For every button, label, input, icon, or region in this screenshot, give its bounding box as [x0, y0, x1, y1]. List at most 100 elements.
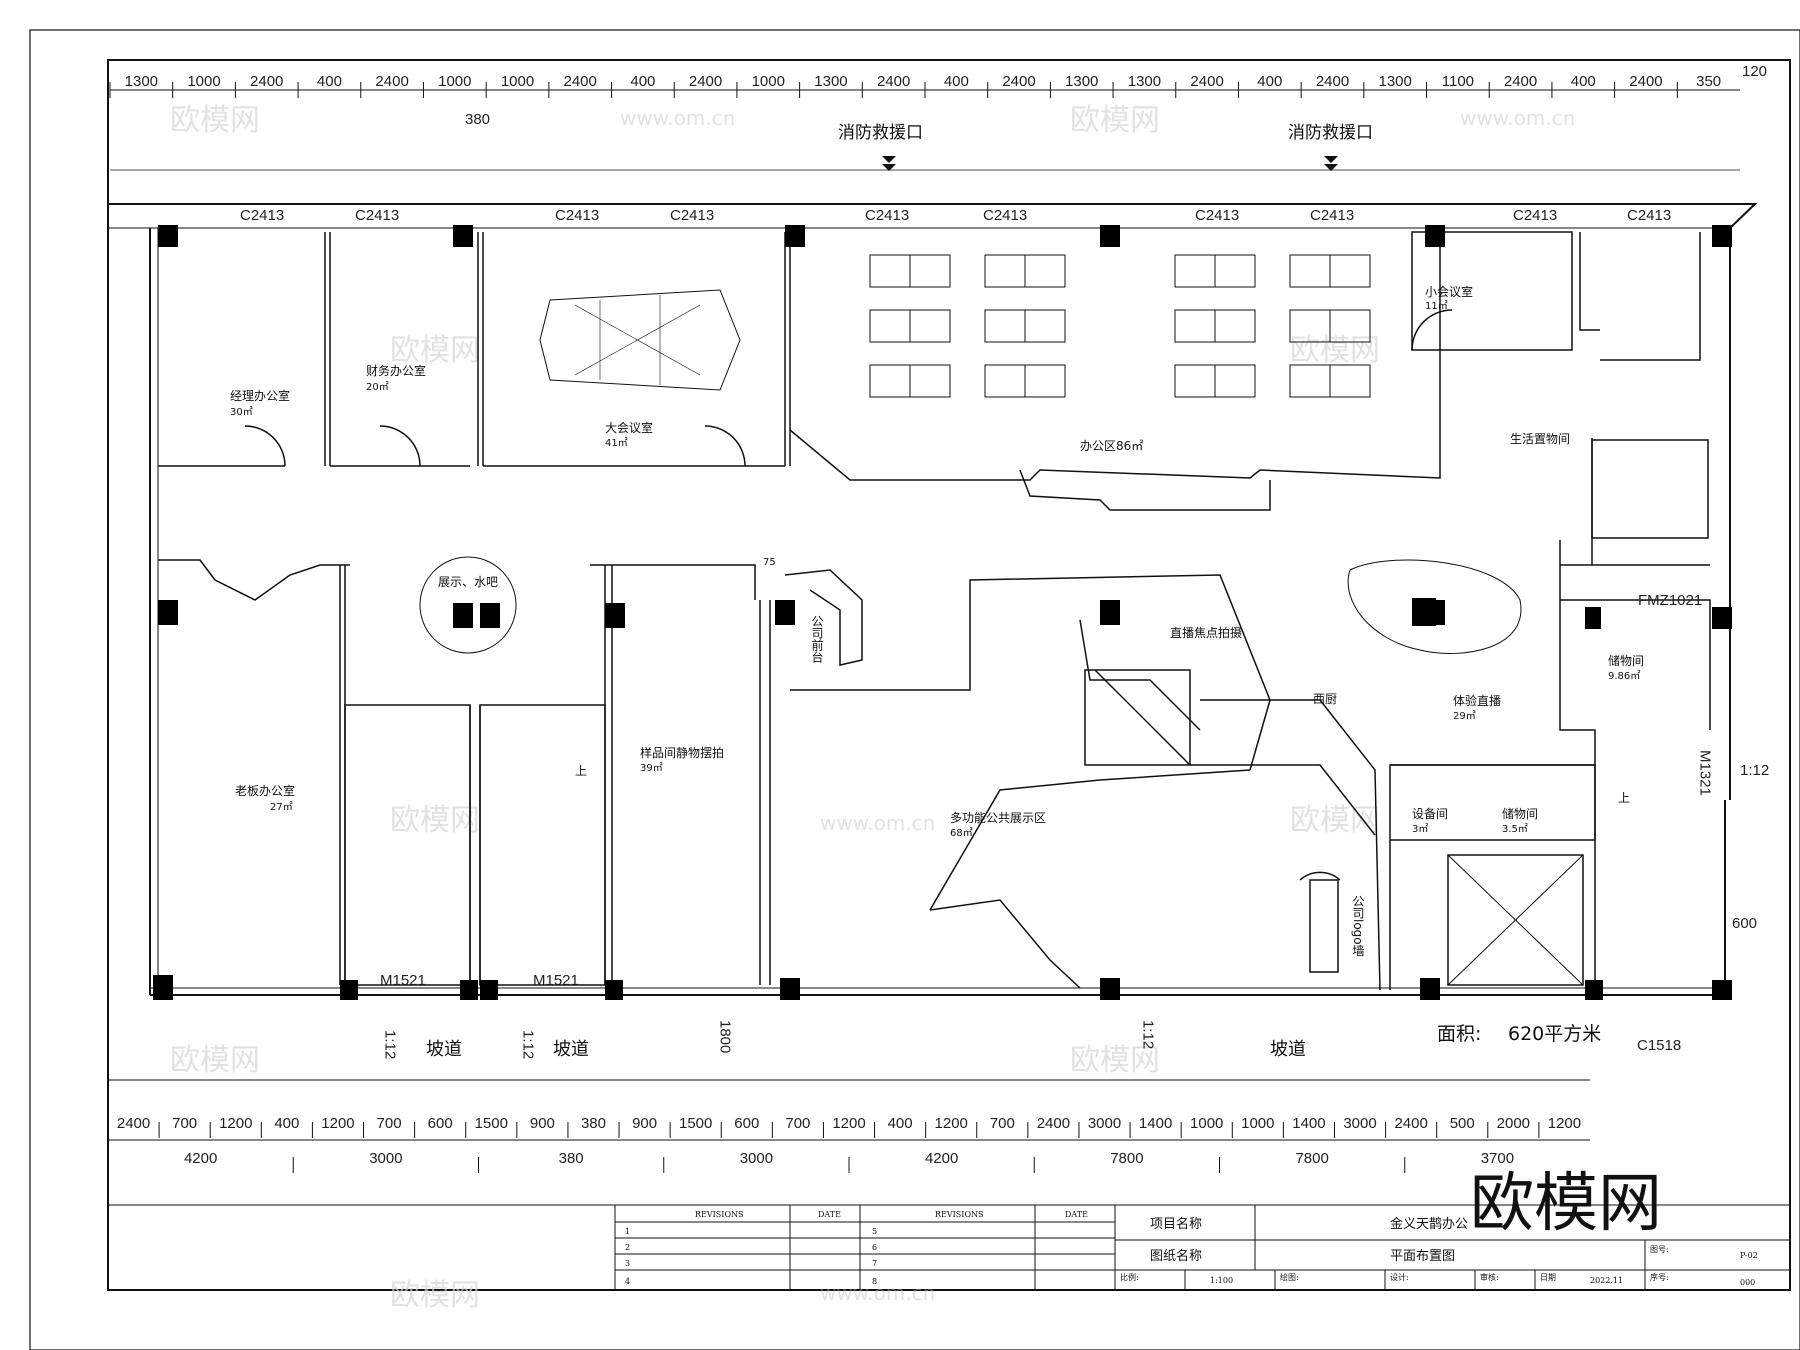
dimension-value: 400 [944, 73, 969, 90]
dimension-value: 400 [630, 73, 655, 90]
rev-number: 4 [625, 1277, 630, 1286]
dimension-value: 1300 [814, 73, 847, 90]
sheet-label: 图号: [1650, 1245, 1669, 1254]
brand-watermark: 欧模网 [1470, 1167, 1662, 1241]
rev-header: DATE [1065, 1210, 1088, 1219]
watermark-url: www.om.cn [620, 106, 735, 130]
ramp-label: 坡道 [1270, 1039, 1306, 1060]
rev-header: DATE [818, 1210, 841, 1219]
window-tag: C2413 [1627, 207, 1671, 224]
watermark-url: www.om.cn [820, 1281, 935, 1305]
room-name: 直播焦点拍摄 [1170, 625, 1242, 640]
seq-label: 序号: [1650, 1272, 1669, 1282]
dimension-value: 2400 [1629, 73, 1662, 90]
watermark: 欧模网 [170, 103, 260, 138]
door-tag-m1521: M1521 [533, 972, 579, 989]
rev-number: 3 [625, 1259, 630, 1268]
room-area: 39㎡ [640, 762, 663, 774]
slope-label: 1:12 [1740, 762, 1769, 779]
dimension-total: 3000 [369, 1150, 402, 1167]
dimension-total: 380 [559, 1150, 584, 1167]
broadcast-table [1347, 559, 1522, 654]
rev-number: 1 [625, 1227, 630, 1236]
dimension-value: 1300 [1379, 73, 1412, 90]
dimension-value: 700 [172, 1115, 197, 1132]
room-name: 经理办公室 [230, 388, 290, 403]
annotations: FMZ1021 M1321 M1521 M1521 C1518 坡道 坡道 坡道… [380, 557, 1769, 1060]
sheet-value: P-02 [1740, 1251, 1758, 1260]
dimension-value: 380 [581, 1115, 606, 1132]
dimension-value: 2000 [1497, 1115, 1530, 1132]
dimension-value: 1500 [679, 1115, 712, 1132]
dimension-value: 2400 [1190, 73, 1223, 90]
dimension-value: 2400 [1504, 73, 1537, 90]
sheet-border [29, 29, 1800, 1350]
dimension-value: 1000 [438, 73, 471, 90]
room-name: 公司logo墙 [1351, 895, 1365, 957]
total-area-label: 面积: [1437, 1023, 1481, 1045]
room-name: 储物间 [1502, 806, 1538, 821]
door-tag-fmz: FMZ1021 [1638, 592, 1702, 609]
dimension-value: 1400 [1292, 1115, 1325, 1132]
dimension-value: 400 [317, 73, 342, 90]
window-tag: C2413 [555, 207, 599, 224]
fire-rescue-label-2: 消防救援口 [1288, 123, 1373, 143]
total-area-value: 620平方米 [1508, 1023, 1601, 1045]
dimension-value: 2400 [1002, 73, 1035, 90]
room-area: 30㎡ [230, 406, 253, 418]
drawing-label: 图纸名称 [1150, 1248, 1202, 1264]
rev-number: 8 [872, 1277, 877, 1286]
dim-380: 380 [465, 111, 490, 128]
dimension-value: 1200 [219, 1115, 252, 1132]
dimension-value: 1300 [1065, 73, 1098, 90]
dimension-value: 2400 [1316, 73, 1349, 90]
watermark: 欧模网 [170, 1043, 260, 1078]
dim-600: 600 [1732, 915, 1757, 932]
outer-walls [108, 203, 1758, 996]
dimension-value: 700 [785, 1115, 810, 1132]
stair-up-label: 上 [1618, 791, 1630, 805]
dimension-value: 700 [990, 1115, 1015, 1132]
room-name: 小会议室 [1425, 284, 1473, 299]
dimension-value: 1200 [321, 1115, 354, 1132]
dimension-value: 3000 [1343, 1115, 1376, 1132]
dimension-value: 400 [274, 1115, 299, 1132]
window-tag: C2413 [983, 207, 1027, 224]
room-name: 财务办公室 [366, 363, 426, 378]
dimension-value: 1000 [1190, 1115, 1223, 1132]
dimension-value: 400 [888, 1115, 913, 1132]
dimension-total: 7800 [1295, 1150, 1328, 1167]
dimension-value: 1000 [187, 73, 220, 90]
room-area: 9.86㎡ [1608, 670, 1640, 682]
window-tag-c1518: C1518 [1637, 1037, 1681, 1054]
draw-label: 绘图: [1280, 1272, 1299, 1282]
room-name: 储物间 [1608, 653, 1644, 668]
watermark-url: www.om.cn [1460, 106, 1575, 130]
dimension-value: 2400 [1394, 1115, 1427, 1132]
dimension-value: 1200 [832, 1115, 865, 1132]
check-label: 审核: [1480, 1272, 1499, 1282]
scale-value: 1:100 [1210, 1276, 1233, 1285]
arrow-down-icon [882, 156, 896, 171]
dimension-value: 600 [428, 1115, 453, 1132]
room-name: 生活置物间 [1510, 432, 1570, 446]
dimension-value: 2400 [375, 73, 408, 90]
arrow-down-icon [1324, 156, 1338, 171]
rev-number: 5 [872, 1227, 877, 1236]
ramp-label: 坡道 [426, 1039, 462, 1060]
dimension-value: 2400 [689, 73, 722, 90]
rev-number: 2 [625, 1243, 630, 1252]
dimension-value: 1300 [125, 73, 158, 90]
window-tag: C2413 [1195, 207, 1239, 224]
room-area: 11㎡ [1425, 300, 1448, 312]
title-block-frame [108, 1204, 1790, 1291]
window-tag: C2413 [670, 207, 714, 224]
workstation-clusters [869, 254, 1371, 398]
room-name: 设备间 [1412, 807, 1448, 821]
dimension-value: 900 [632, 1115, 657, 1132]
title-block-text: REVISIONS DATE REVISIONS DATE 1 2 3 4 5 … [625, 1210, 1758, 1287]
fire-rescue-label-1: 消防救援口 [838, 123, 923, 143]
dim-1800: 1800 [717, 1020, 734, 1053]
